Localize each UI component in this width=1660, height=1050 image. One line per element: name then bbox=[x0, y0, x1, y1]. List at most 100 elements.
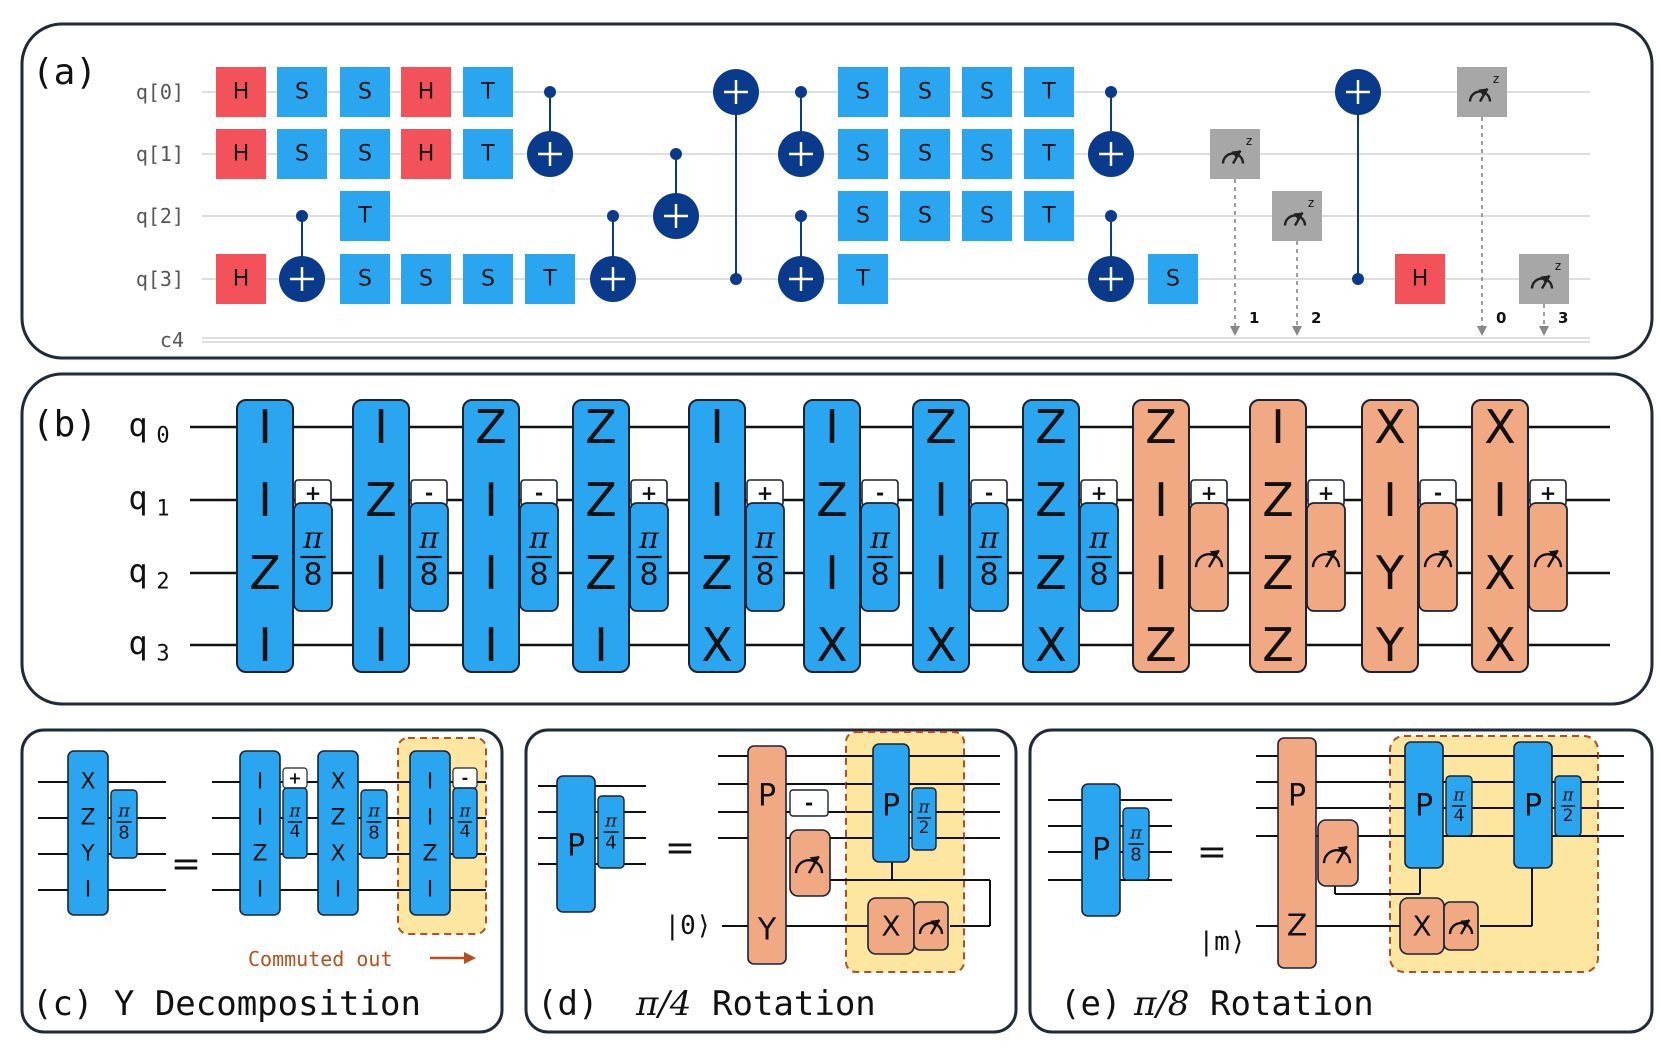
op-Y: Y bbox=[80, 842, 95, 867]
pauli-product-block bbox=[1022, 399, 1080, 673]
gate-label-S: S bbox=[1166, 267, 1180, 292]
pauli-op-Z: Z bbox=[585, 473, 617, 527]
panel-b-frame bbox=[20, 372, 1654, 706]
meter-icon bbox=[794, 855, 824, 874]
pi8-box bbox=[110, 789, 138, 859]
meter-arrowhead bbox=[930, 919, 940, 928]
gate-label-S: S bbox=[856, 204, 870, 229]
gate-label-S: S bbox=[980, 142, 994, 167]
gate-S bbox=[277, 67, 327, 117]
cnot-control-dot bbox=[795, 210, 807, 222]
sign-label: - bbox=[425, 481, 433, 505]
pauli-op-X: X bbox=[816, 618, 848, 672]
d-pi2-pi: π bbox=[917, 797, 930, 817]
meter-arrowhead bbox=[1209, 550, 1219, 559]
op-I: I bbox=[427, 806, 434, 831]
pauli-op-I: I bbox=[934, 473, 948, 527]
gate-label-S: S bbox=[295, 142, 309, 167]
pi8-fraction-den: 8 bbox=[870, 558, 889, 593]
qubit-subscript-b: 0 bbox=[156, 424, 169, 449]
pauli-op-I: I bbox=[594, 618, 608, 672]
pi8-fraction-den: 8 bbox=[529, 558, 548, 593]
pauli-op-Z: Z bbox=[925, 400, 957, 454]
measure-bit-2: 2 bbox=[1311, 309, 1321, 327]
pauli-op-X: X bbox=[701, 618, 733, 672]
pauli-op-X: X bbox=[1484, 618, 1516, 672]
meter-arrowhead bbox=[1326, 550, 1336, 559]
gate-T bbox=[838, 254, 888, 304]
pauli-op-I: I bbox=[484, 546, 498, 600]
gate-label-T: T bbox=[855, 267, 870, 292]
meter-arrowhead bbox=[1478, 88, 1488, 97]
panel-e-math: π/8 bbox=[1133, 984, 1189, 1024]
pauli-op-Y: Y bbox=[1375, 546, 1405, 600]
sign-label: + bbox=[1201, 481, 1218, 505]
e-pi8-den: 8 bbox=[1130, 844, 1141, 865]
qubit-subscript-b: 3 bbox=[156, 642, 169, 667]
gate-label-T: T bbox=[480, 80, 495, 105]
pi8-fraction-den: 8 bbox=[419, 558, 438, 593]
pauli-op-I: I bbox=[1271, 400, 1285, 454]
measure-box bbox=[1189, 502, 1229, 612]
op-Z: Z bbox=[80, 806, 95, 831]
gate-label-H: H bbox=[233, 267, 250, 292]
pauli-op-Z: Z bbox=[365, 473, 397, 527]
meter-z-label: z bbox=[1308, 196, 1314, 210]
gate-label-S: S bbox=[918, 142, 932, 167]
gate-label-T: T bbox=[1041, 204, 1056, 229]
pauli-op-Z: Z bbox=[816, 473, 848, 527]
meter-icon bbox=[1468, 87, 1492, 103]
qubit-label-b: q bbox=[128, 406, 147, 444]
iizi-block bbox=[239, 750, 281, 916]
panel-d-math: π/4 bbox=[635, 984, 691, 1024]
measure-box-d bbox=[789, 829, 831, 897]
measure-bit-3: 3 bbox=[1558, 309, 1568, 327]
op-P: P bbox=[882, 789, 900, 824]
gate-S bbox=[340, 67, 390, 117]
pauli-product-block bbox=[1249, 399, 1307, 673]
e-pi2-pi: π bbox=[1561, 785, 1574, 805]
measure-box bbox=[1418, 502, 1458, 612]
pauli-op-I: I bbox=[374, 546, 388, 600]
equals-c: = bbox=[171, 844, 201, 885]
pauli-op-Z: Z bbox=[1035, 473, 1067, 527]
qubit-label-b: q bbox=[128, 479, 147, 517]
op-P: P bbox=[567, 829, 585, 864]
meter-icon bbox=[918, 919, 944, 935]
sign-c3: - bbox=[462, 769, 469, 788]
qubit-label-2: q[2] bbox=[136, 204, 184, 228]
gate-T bbox=[525, 254, 575, 304]
pauli-op-Z: Z bbox=[1035, 546, 1067, 600]
meter-arrowhead bbox=[1548, 550, 1558, 559]
pauli-op-Z: Z bbox=[1262, 618, 1294, 672]
gate-S bbox=[900, 191, 950, 241]
pauli-op-I: I bbox=[484, 473, 498, 527]
pauli-op-I: I bbox=[934, 546, 948, 600]
p-pi4-block-e bbox=[1404, 741, 1444, 869]
pauli-op-Z: Z bbox=[1262, 473, 1294, 527]
meter-arc bbox=[1448, 921, 1474, 935]
pauli-op-X: X bbox=[1484, 400, 1516, 454]
pauli-op-I: I bbox=[484, 618, 498, 672]
py-block bbox=[747, 745, 787, 965]
gate-T bbox=[340, 191, 390, 241]
measure-bit-0: 0 bbox=[1496, 309, 1506, 327]
op-I: I bbox=[335, 878, 342, 903]
gate-S bbox=[962, 191, 1012, 241]
pi8-fraction-den: 8 bbox=[755, 558, 774, 593]
sign-label: - bbox=[985, 481, 993, 505]
c-pi4-a-den: 4 bbox=[290, 822, 301, 842]
gate-S bbox=[1148, 254, 1198, 304]
pauli-op-Z: Z bbox=[1035, 400, 1067, 454]
gate-H bbox=[216, 254, 266, 304]
qubit-subscript-b: 1 bbox=[156, 497, 169, 522]
gate-label-H: H bbox=[418, 80, 435, 105]
panel-e-frame bbox=[1028, 728, 1654, 1034]
meter-icon bbox=[1530, 274, 1554, 290]
panel-a-frame bbox=[20, 22, 1654, 360]
meter-arc bbox=[794, 858, 824, 874]
x-measure-d bbox=[913, 901, 949, 951]
op-X: X bbox=[1412, 910, 1431, 943]
c-pi4-b-pi: π bbox=[458, 801, 471, 821]
